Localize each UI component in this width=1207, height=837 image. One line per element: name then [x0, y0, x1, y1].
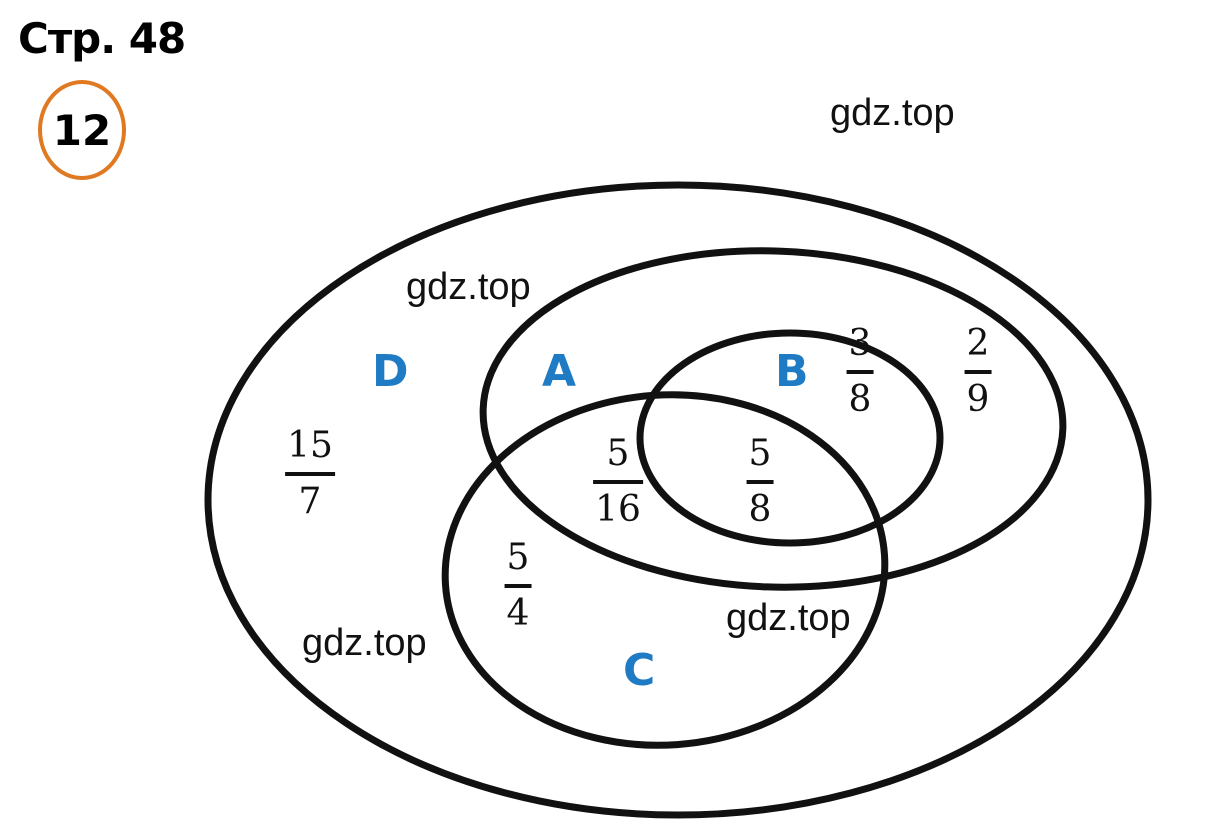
- fraction-bar: [593, 480, 643, 484]
- fraction-numerator: 2: [966, 323, 990, 364]
- fraction-numerator: 3: [848, 323, 872, 364]
- fraction-bar: [746, 480, 774, 484]
- watermark-d: gdz.top: [302, 622, 427, 664]
- fraction-numerator: 5: [748, 433, 772, 474]
- set-b-outline: [636, 329, 944, 547]
- watermark-top: gdz.top: [830, 92, 955, 134]
- set-a-outline: [479, 247, 1067, 591]
- fraction-bar: [964, 370, 992, 374]
- set-label-a: A: [542, 346, 577, 397]
- task-number-badge: 12: [38, 80, 126, 180]
- fraction-numerator: 5: [606, 433, 630, 474]
- fraction-d-only: 15 7: [285, 428, 335, 520]
- set-label-b: B: [775, 346, 809, 397]
- fraction-numerator: 5: [506, 537, 530, 578]
- fraction-b-only: 3 8: [846, 323, 874, 420]
- watermark-a: gdz.top: [406, 266, 531, 308]
- fraction-denominator: 7: [298, 481, 322, 522]
- set-label-c: C: [623, 645, 656, 696]
- fraction-bar: [285, 472, 335, 476]
- fraction-a-only: 2 9: [964, 323, 992, 420]
- fraction-b-and-c: 5 8: [746, 433, 774, 530]
- fraction-bar: [504, 584, 532, 588]
- set-c-outline: [441, 391, 889, 749]
- fraction-denominator: 4: [506, 593, 530, 634]
- fraction-denominator: 9: [966, 379, 990, 420]
- fraction-numerator: 15: [287, 425, 333, 466]
- set-d-outline: [204, 181, 1152, 819]
- set-label-d: D: [372, 346, 409, 397]
- fraction-denominator: 8: [848, 379, 872, 420]
- fraction-denominator: 8: [748, 489, 772, 530]
- page-title: Стр. 48: [18, 14, 186, 63]
- task-number: 12: [52, 106, 112, 155]
- fraction-c-only: 5 4: [504, 537, 532, 634]
- fraction-a-and-c: 5 16: [593, 436, 643, 528]
- fraction-bar: [846, 370, 874, 374]
- watermark-c: gdz.top: [726, 597, 851, 639]
- fraction-denominator: 16: [595, 489, 641, 530]
